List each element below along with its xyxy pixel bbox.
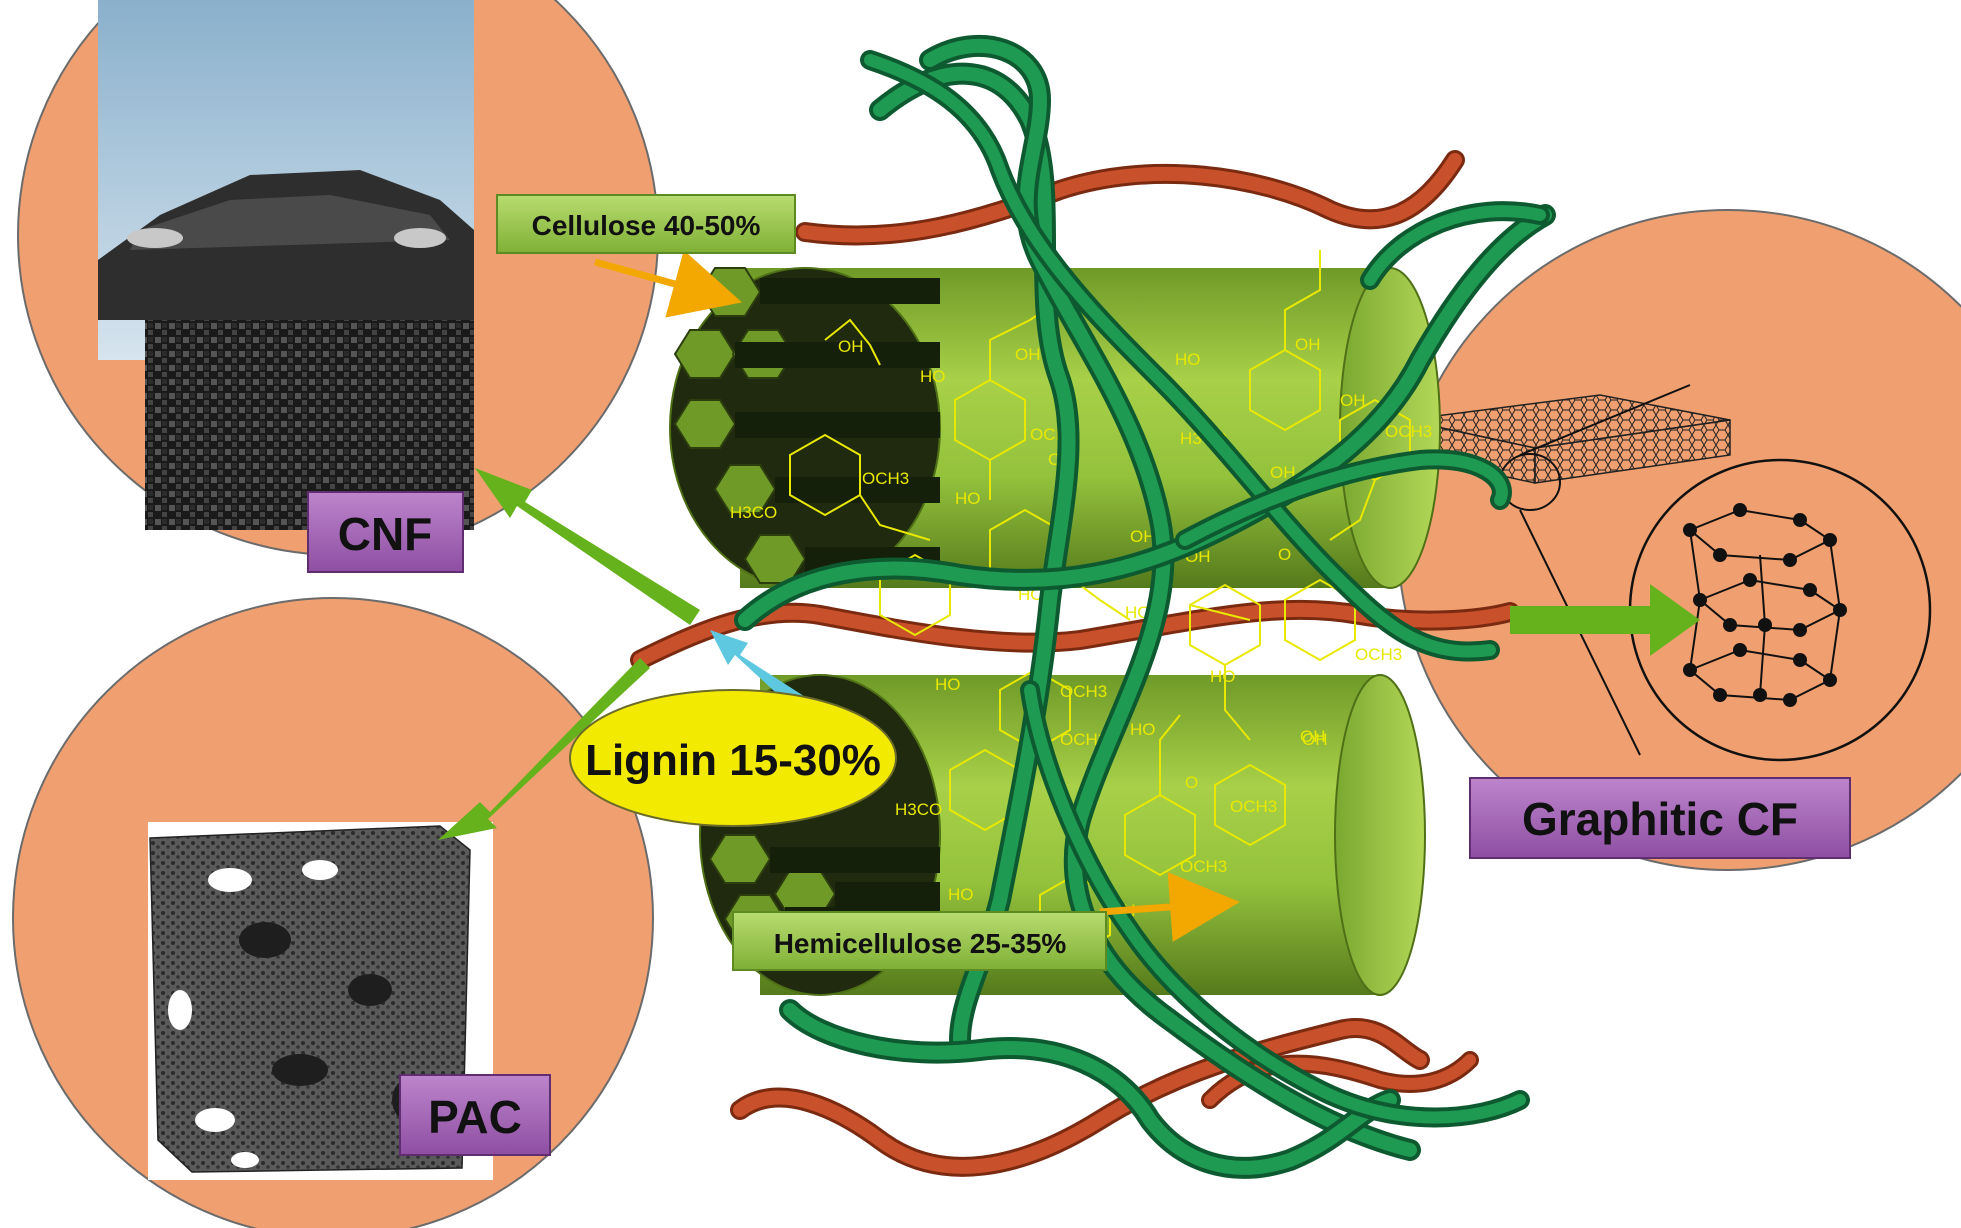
lignin-structure-lines bbox=[789, 250, 1411, 957]
svg-text:OH: OH bbox=[1270, 463, 1296, 482]
svg-text:OH: OH bbox=[1302, 730, 1328, 749]
svg-text:H3CO: H3CO bbox=[895, 800, 942, 819]
carbon-nanofiber-photo bbox=[98, 0, 474, 530]
svg-text:Cellulose 40-50%: Cellulose 40-50% bbox=[532, 210, 761, 241]
svg-text:OCH3: OCH3 bbox=[1385, 422, 1432, 441]
svg-text:OH: OH bbox=[1300, 727, 1326, 746]
svg-text:OCH3: OCH3 bbox=[1230, 797, 1277, 816]
svg-text:HO: HO bbox=[948, 885, 974, 904]
svg-text:HO: HO bbox=[1210, 667, 1236, 686]
svg-text:Hemicellulose 25-35%: Hemicellulose 25-35% bbox=[774, 928, 1067, 959]
pac-label-box: PAC bbox=[399, 1074, 551, 1156]
hemicellulose-fibers bbox=[630, 150, 1520, 1177]
arrow-hemicellulose-pointer bbox=[1099, 872, 1240, 942]
arrow-to-cnf bbox=[475, 468, 700, 625]
svg-text:OH: OH bbox=[1130, 527, 1156, 546]
svg-text:OCH3: OCH3 bbox=[1180, 857, 1227, 876]
svg-text:OCH3: OCH3 bbox=[1355, 645, 1402, 664]
svg-text:OH: OH bbox=[1015, 345, 1041, 364]
svg-text:O: O bbox=[1185, 773, 1198, 792]
svg-text:PAC: PAC bbox=[428, 1091, 522, 1143]
graphitic-cf-label-box: Graphitic CF bbox=[1469, 777, 1851, 859]
porous-carbon-cube bbox=[148, 822, 493, 1180]
svg-text:Lignin 15-30%: Lignin 15-30% bbox=[585, 736, 881, 785]
arrow-cellulose-pointer bbox=[594, 250, 742, 318]
svg-text:CNF: CNF bbox=[338, 508, 433, 560]
svg-text:Graphitic CF: Graphitic CF bbox=[1522, 793, 1798, 845]
svg-text:HO: HO bbox=[1130, 720, 1156, 739]
svg-text:H3CO: H3CO bbox=[730, 503, 777, 522]
svg-text:HO: HO bbox=[920, 367, 946, 386]
svg-text:OH: OH bbox=[838, 337, 864, 356]
graphite-lattice-icon bbox=[1628, 458, 1932, 762]
svg-text:OCH3: OCH3 bbox=[1060, 730, 1107, 749]
svg-text:HO: HO bbox=[1125, 603, 1151, 622]
lignin-label-ellipse: Lignin 15-30% bbox=[569, 689, 897, 827]
svg-text:O: O bbox=[1278, 545, 1291, 564]
svg-text:OH: OH bbox=[1295, 335, 1321, 354]
arrow-to-pac bbox=[438, 658, 650, 840]
svg-text:OH: OH bbox=[1340, 391, 1366, 410]
svg-text:HO: HO bbox=[1175, 350, 1201, 369]
svg-text:HO: HO bbox=[955, 489, 981, 508]
svg-text:OCH3: OCH3 bbox=[1060, 682, 1107, 701]
cnf-label-box: CNF bbox=[307, 491, 464, 573]
cellulose-label-box: Cellulose 40-50% bbox=[496, 194, 796, 254]
hemicellulose-label-box: Hemicellulose 25-35% bbox=[732, 911, 1107, 971]
svg-text:HO: HO bbox=[935, 675, 961, 694]
arrow-to-graphitic bbox=[1510, 584, 1700, 656]
svg-text:OCH3: OCH3 bbox=[862, 469, 909, 488]
lignin-fibers bbox=[734, 35, 1556, 1179]
